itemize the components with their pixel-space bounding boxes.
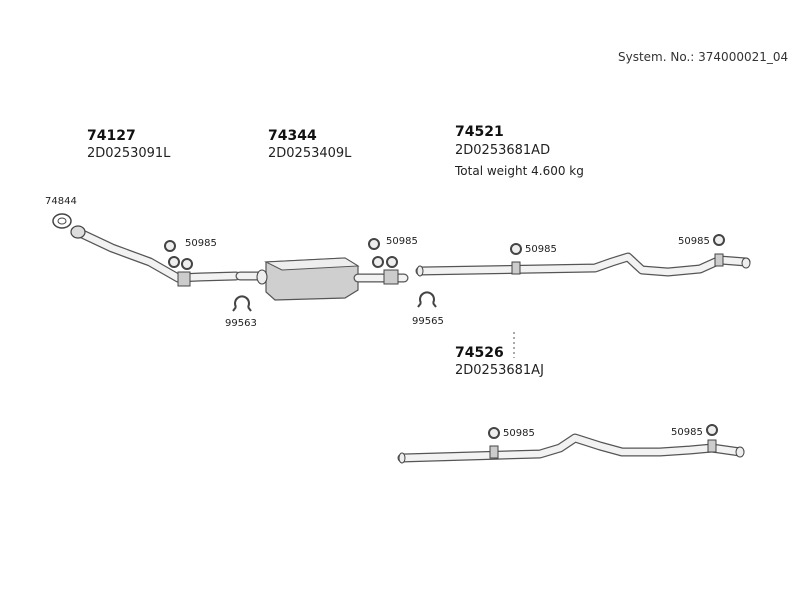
rear-pipe-74521 (415, 252, 751, 277)
clamp-label: 99563 (225, 318, 257, 329)
front-pipe-74127 (70, 225, 241, 287)
clamp-icon (417, 291, 437, 308)
part-number-74344: 74344 (268, 128, 317, 144)
hanger-label: 50985 (678, 236, 710, 247)
hanger-icon (706, 424, 718, 436)
hanger-label: 50985 (503, 428, 535, 439)
gasket-74844 (52, 213, 72, 229)
hanger-label: 50985 (525, 244, 557, 255)
oem-number-alt-rear-pipe: 2D0253681AJ (455, 363, 544, 378)
gasket-label: 74844 (45, 196, 77, 207)
part-number-74526: 74526 (455, 345, 504, 361)
total-weight: Total weight 4.600 kg (455, 164, 584, 178)
part-number-74127: 74127 (87, 128, 136, 144)
oem-number-front-pipe: 2D0253091L (87, 146, 171, 161)
hanger-icon (164, 240, 193, 270)
hanger-icon (368, 238, 398, 268)
hanger-label: 50985 (185, 238, 217, 249)
oem-number-rear-pipe: 2D0253681AD (455, 143, 551, 158)
oem-number-middle-silencer: 2D0253409L (268, 146, 352, 161)
system-number: System. No.: 374000021_04 (618, 50, 789, 64)
hanger-label: 50985 (671, 427, 703, 438)
clamp-label: 99565 (412, 316, 444, 327)
alt-rear-pipe-74526 (397, 433, 745, 464)
clamp-icon (232, 295, 252, 312)
hanger-icon (510, 243, 522, 255)
hanger-icon (713, 234, 725, 246)
part-number-74521: 74521 (455, 124, 504, 140)
hanger-label: 50985 (386, 236, 418, 247)
hanger-icon (488, 427, 500, 439)
middle-silencer-74344 (235, 257, 409, 301)
